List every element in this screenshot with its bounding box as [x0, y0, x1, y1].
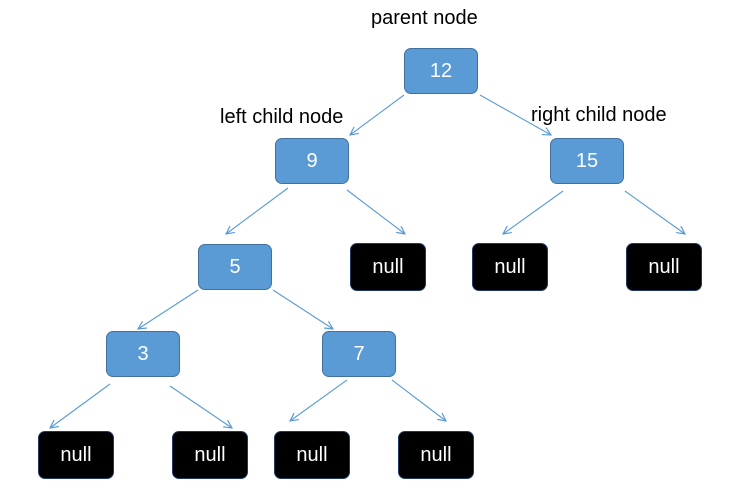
- node-15: 15: [550, 138, 624, 184]
- edge-3-to-null-left: [50, 383, 111, 428]
- edge-15-to-null-left: [503, 190, 564, 234]
- null-node-7-left: null: [274, 431, 350, 479]
- parent-node-label: parent node: [371, 7, 478, 29]
- null-node-15-left: null: [472, 243, 548, 291]
- node-12: 12: [404, 48, 478, 94]
- edge-7-to-null-left: [290, 379, 348, 421]
- null-node-3-left: null: [38, 431, 114, 479]
- null-node-9-right: null: [350, 243, 426, 291]
- edge-15-to-null-right: [624, 190, 685, 234]
- edge-9-to-null: [346, 189, 405, 234]
- edge-12-to-9: [350, 94, 405, 135]
- edge-9-to-5: [226, 187, 289, 234]
- left-child-node-label: left child node: [220, 106, 344, 128]
- edge-5-to-3: [138, 289, 199, 329]
- node-3: 3: [106, 331, 180, 377]
- null-node-3-right: null: [172, 431, 248, 479]
- edge-12-to-15: [479, 94, 551, 135]
- edge-5-to-7: [272, 289, 333, 329]
- edge-3-to-null-right: [169, 385, 232, 428]
- node-5: 5: [198, 244, 272, 290]
- node-7: 7: [322, 331, 396, 377]
- right-child-node-label: right child node: [531, 104, 667, 126]
- null-node-7-right: null: [398, 431, 474, 479]
- null-node-15-right: null: [626, 243, 702, 291]
- node-9: 9: [275, 138, 349, 184]
- edge-7-to-null-right: [391, 379, 446, 421]
